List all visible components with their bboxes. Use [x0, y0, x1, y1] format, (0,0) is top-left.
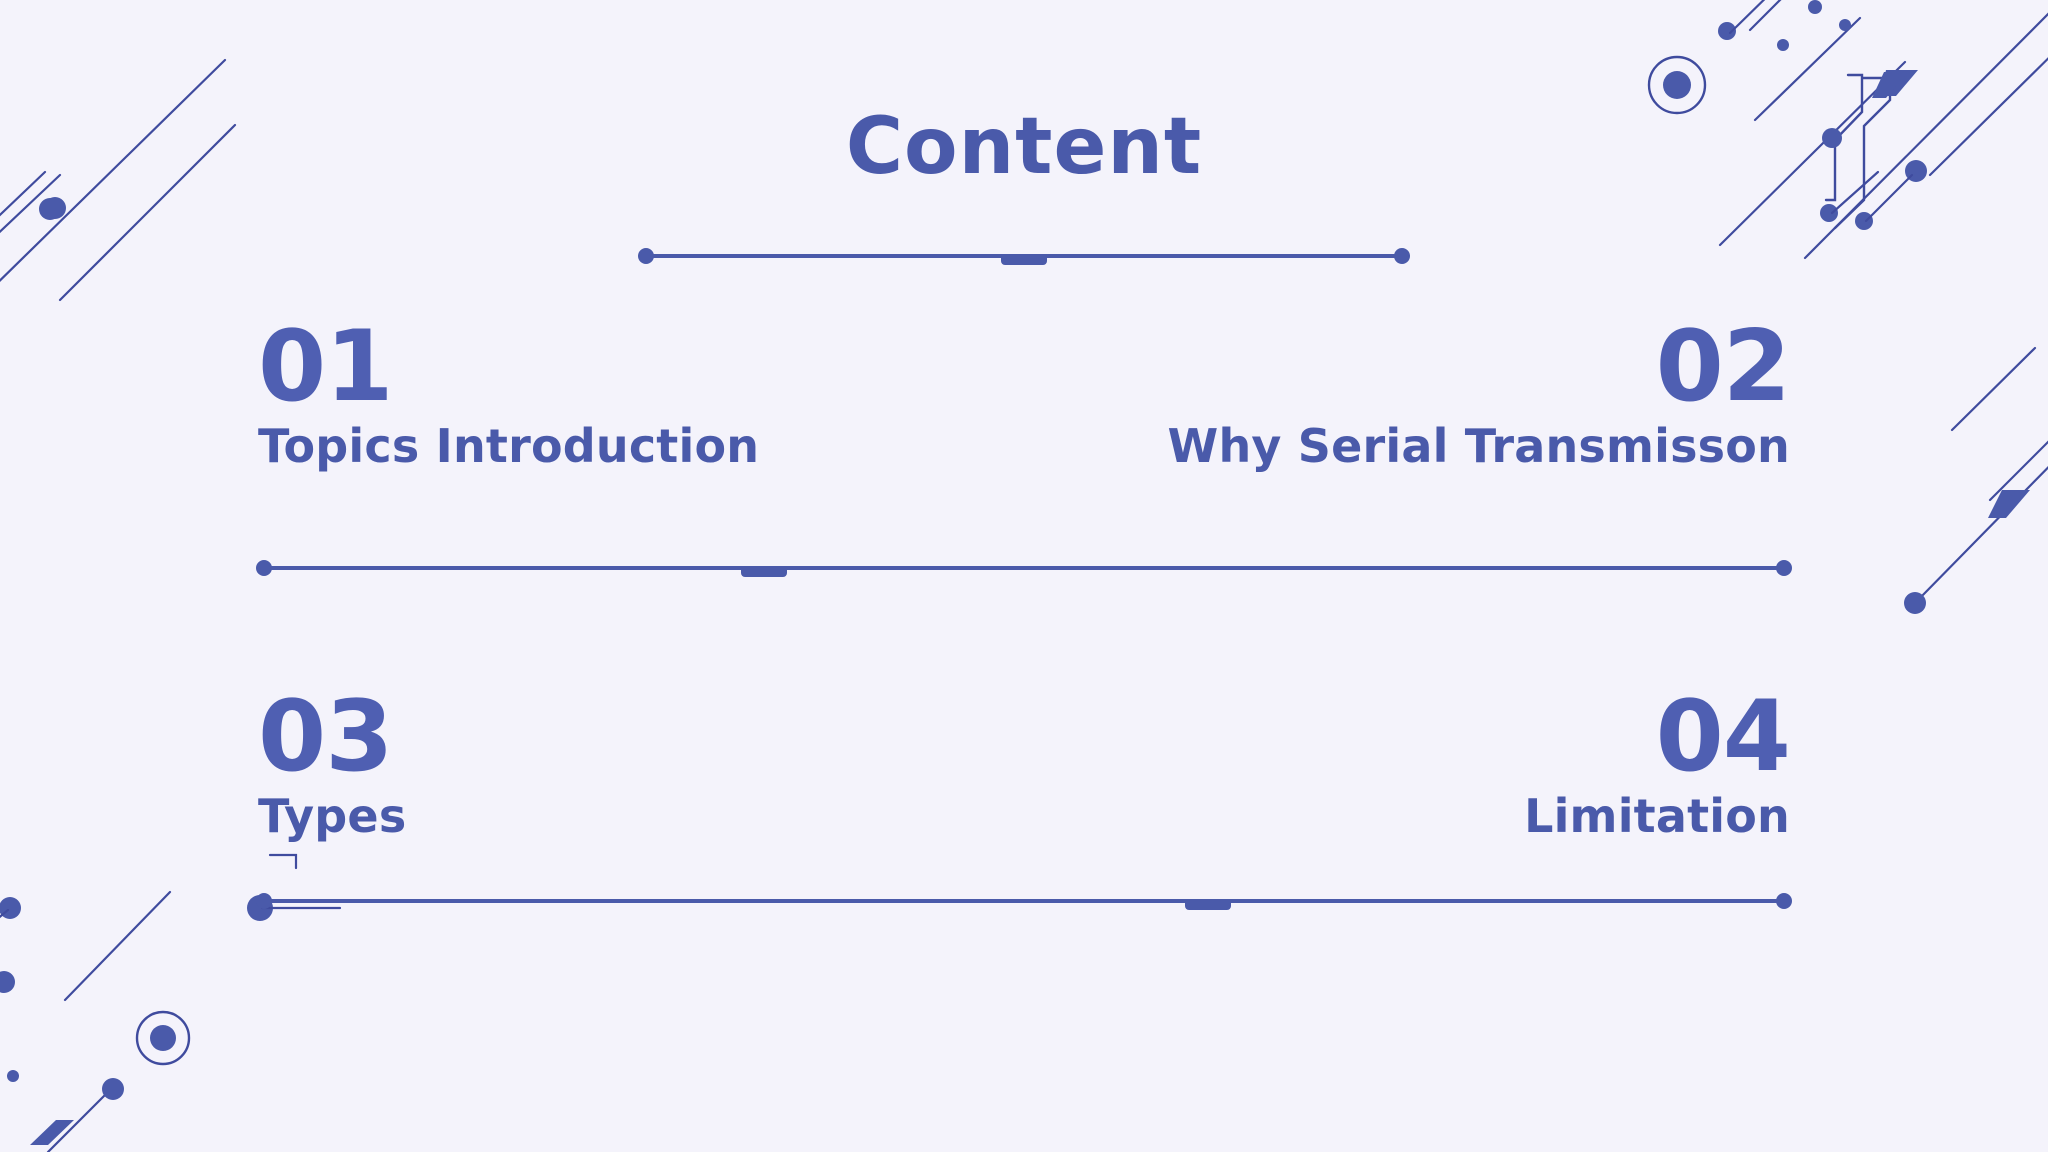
content-item-03[interactable]: 03 Types: [258, 680, 407, 844]
item-label: Types: [258, 789, 407, 844]
decor-line: [0, 173, 62, 234]
content-item-01[interactable]: 01 Topics Introduction: [258, 310, 760, 474]
decor-dot: [1777, 39, 1789, 51]
row2-divider: [256, 888, 1792, 914]
divider-cap-right: [1394, 248, 1410, 264]
item-label: Topics Introduction: [258, 419, 760, 474]
item-number: 04: [1655, 680, 1791, 794]
divider-notch: [740, 568, 787, 577]
decor-dot: [0, 971, 15, 993]
item-number: 02: [1655, 310, 1791, 424]
ring-outline: [1647, 55, 1707, 115]
decor-dot: [1718, 22, 1736, 40]
ring-center-dot: [150, 1025, 176, 1051]
row1-divider: [256, 555, 1792, 581]
decor-line: [1950, 346, 2037, 432]
decor-accent-bar: [1880, 70, 1918, 96]
content-item-02[interactable]: 02 Why Serial Transmisson: [1167, 310, 1791, 474]
item-label: Limitation: [1524, 789, 1790, 844]
content-item-04[interactable]: 04 Limitation: [1524, 680, 1791, 844]
decor-dot: [1855, 212, 1873, 230]
divider-bar: [258, 899, 1790, 903]
item-label: Why Serial Transmisson: [1167, 419, 1790, 474]
decor-line: [63, 890, 172, 1002]
decor-line: [0, 170, 47, 217]
title-divider: [638, 243, 1410, 269]
decor-line: [0, 908, 10, 919]
item-number: 03: [258, 680, 393, 794]
decor-line: [46, 1088, 112, 1152]
decor-dot: [102, 1078, 124, 1100]
divider-notch: [1001, 256, 1047, 265]
ring-outline: [135, 1010, 191, 1066]
ring-center-dot: [1663, 71, 1691, 99]
decor-line: [1916, 465, 2048, 602]
decor-dot: [44, 197, 66, 219]
decor-line: [1753, 16, 1862, 122]
divider-notch: [1184, 901, 1231, 910]
circuit-trace: [268, 853, 298, 870]
decor-line: [1748, 0, 1782, 32]
decor-accent-bar: [1872, 72, 1908, 98]
page-title: Content: [845, 102, 1203, 192]
decor-dot: [0, 897, 21, 919]
slide-title-wrapper: Content: [0, 108, 2048, 186]
item-number: 01: [258, 310, 393, 424]
decor-line: [1988, 440, 2048, 502]
decor-dot: [1904, 592, 1926, 614]
divider-cap-right: [1776, 560, 1792, 576]
divider-bar: [258, 566, 1790, 570]
decor-dot: [1839, 19, 1851, 31]
decor-accent-bar: [1988, 490, 2030, 518]
decor-dot: [1820, 204, 1838, 222]
decor-dot: [39, 198, 61, 220]
decor-line: [1728, 0, 1766, 35]
decor-dot: [7, 1070, 19, 1082]
divider-cap-right: [1776, 893, 1792, 909]
decor-accent-bar: [30, 1120, 74, 1145]
decor-dot: [1808, 0, 1822, 14]
